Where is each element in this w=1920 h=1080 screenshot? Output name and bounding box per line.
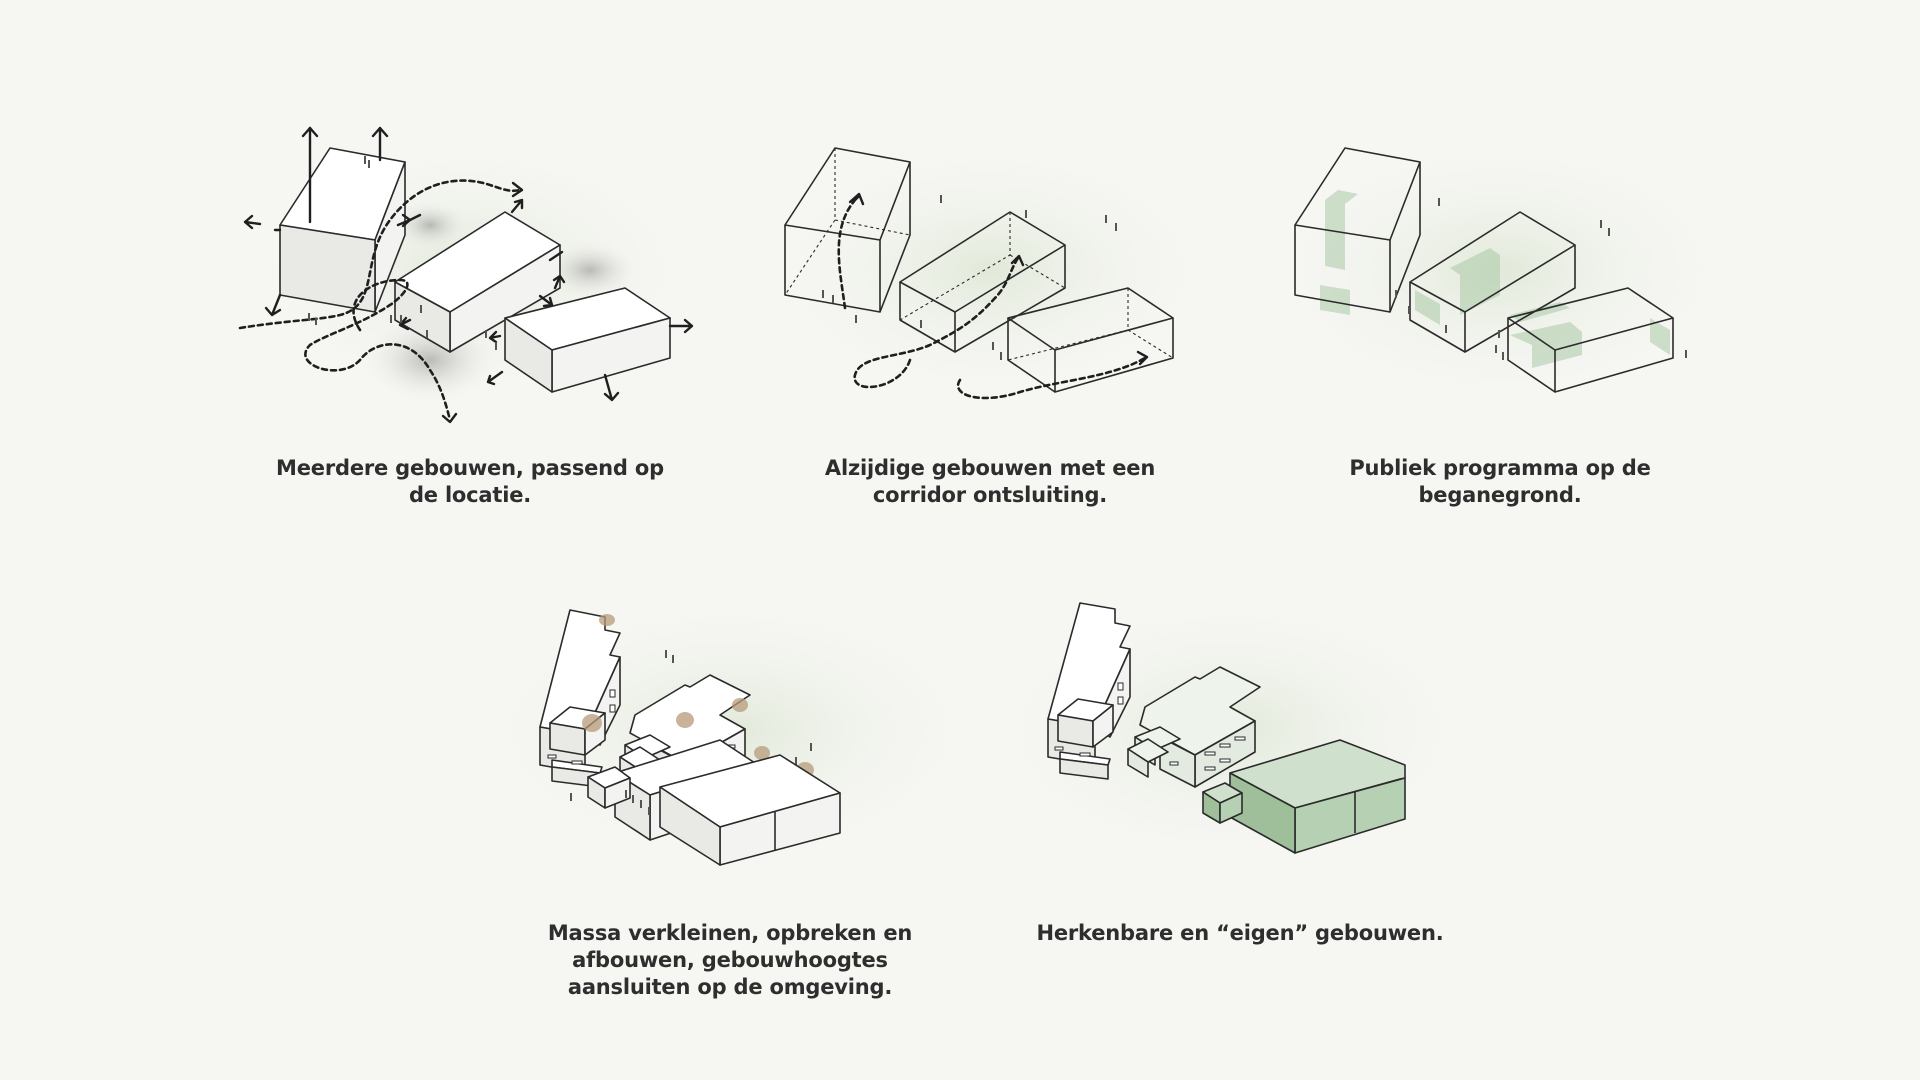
caption-d2: Alzijdige gebouwen met een corridor onts… xyxy=(760,455,1220,509)
caption-d1-line-2: de locatie. xyxy=(408,483,532,507)
building-c xyxy=(504,287,671,393)
expansion-arrows xyxy=(243,126,694,402)
diagram-multiple-buildings: Meerdere gebouwen, passend op de locatie… xyxy=(230,120,710,507)
building-d-main xyxy=(659,754,841,866)
caption-d2-line-1: Alzijdige gebouwen met een xyxy=(824,456,1156,480)
diagram-4-drawing xyxy=(539,609,841,866)
people-figures xyxy=(1395,198,1687,360)
glow-d2 xyxy=(760,140,1220,400)
building-c-wire xyxy=(1507,287,1674,393)
diagram-public-program: Publiek programma op de beganegrond. xyxy=(1270,120,1730,507)
caption-d4: Massa verkleinen, opbreken en afbouwen, … xyxy=(510,920,950,1001)
route-dashed-2 xyxy=(304,278,452,422)
caption-d3-line-2: beganegrond. xyxy=(1418,483,1582,507)
caption-d3: Publiek programma op de beganegrond. xyxy=(1270,455,1730,509)
diagram-reduce-mass: Massa verkleinen, opbreken en afbouwen, … xyxy=(510,595,950,1015)
caption-d4-line-3: aansluiten op de omgeving. xyxy=(567,975,893,999)
diagram-5-drawing xyxy=(1047,602,1406,854)
shadow-d1-b xyxy=(540,240,640,300)
diagram-2-drawing xyxy=(784,147,1174,400)
building-a xyxy=(279,147,406,313)
caption-d4-line-1: Massa verkleinen, opbreken en xyxy=(547,921,913,945)
diagram-1-drawing xyxy=(238,126,694,424)
building-b-wire xyxy=(899,211,1066,353)
caption-d3-line-1: Publiek programma op de xyxy=(1349,456,1651,480)
caption-d5-line-1: Herkenbare en “eigen” gebouwen. xyxy=(1036,921,1444,945)
building-b xyxy=(394,211,561,353)
diagram-corridor: Alzijdige gebouwen met een corridor onts… xyxy=(760,120,1220,507)
route-dashed-1 xyxy=(238,179,522,330)
building-a-white xyxy=(1047,602,1131,780)
building-b-pale-green xyxy=(1127,666,1261,788)
building-a-stepped xyxy=(539,609,621,788)
trees xyxy=(582,614,814,778)
building-c-wire xyxy=(1007,287,1174,393)
people-figures xyxy=(570,650,812,815)
people-figures xyxy=(308,156,497,350)
diagram-recognizable-buildings: Herkenbare en “eigen” gebouwen. xyxy=(1010,595,1470,975)
people-figures xyxy=(822,195,1117,360)
public-program-volumes xyxy=(1320,190,1670,368)
caption-d2-line-2: corridor ontsluiting. xyxy=(872,483,1108,507)
caption-d4-line-2: afbouwen, gebouwhoogtes xyxy=(572,948,888,972)
caption-d5: Herkenbare en “eigen” gebouwen. xyxy=(1010,920,1470,947)
building-a-wire xyxy=(1294,147,1421,313)
caption-d1-line-1: Meerdere gebouwen, passend op xyxy=(276,456,664,480)
building-b-wire xyxy=(1409,211,1576,353)
shadow-d1-c xyxy=(390,200,470,250)
caption-d1: Meerdere gebouwen, passend op de locatie… xyxy=(230,455,710,509)
building-c-green xyxy=(1202,739,1406,854)
building-a-wire xyxy=(784,147,911,313)
corridor-route xyxy=(837,193,1147,400)
diagram-3-drawing xyxy=(1294,147,1687,393)
